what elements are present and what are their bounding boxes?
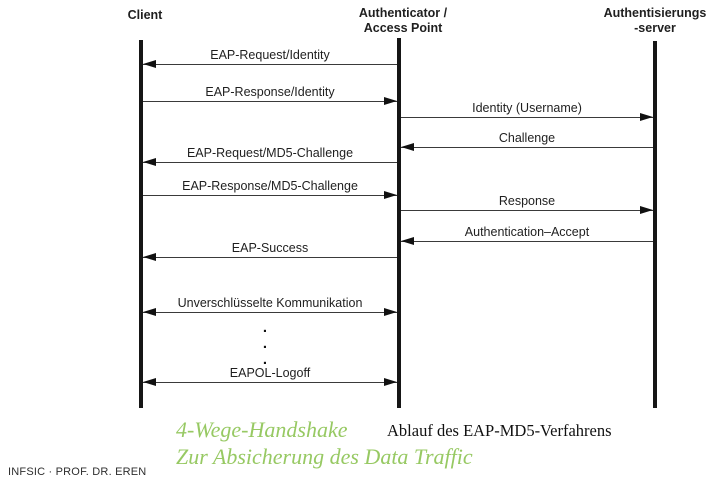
dot: . <box>262 351 268 368</box>
message-eapol-logoff: EAPOL-Logoff <box>143 366 397 386</box>
actor-label: Client <box>127 8 163 22</box>
message-authentication-accept: Authentication–Accept <box>401 225 653 245</box>
arrowhead-left-icon <box>143 378 156 386</box>
message-line <box>143 195 397 196</box>
message-line <box>143 382 397 383</box>
actor-label: Authenticator / <box>358 6 448 20</box>
dot: . <box>262 335 268 352</box>
arrowhead-left-icon <box>143 158 156 166</box>
arrowhead-left-icon <box>143 253 156 261</box>
message-label: Unverschlüsselte Kommunikation <box>177 296 363 310</box>
arrowhead-right-icon <box>384 378 397 386</box>
lifeline-client <box>139 40 143 408</box>
actor-header-server: Authentisierungs -server <box>585 6 721 36</box>
message-line <box>143 162 397 163</box>
message-label: EAP-Response/MD5-Challenge <box>182 179 358 193</box>
message-line <box>143 257 397 258</box>
message-unencrypted-communication: Unverschlüsselte Kommunikation <box>143 296 397 316</box>
message-identity-username: Identity (Username) <box>401 101 653 121</box>
message-response: Response <box>401 194 653 214</box>
continuation-dots: . . . <box>240 319 290 370</box>
dot: . <box>262 319 268 336</box>
message-label: Identity (Username) <box>472 101 582 115</box>
arrowhead-left-icon <box>143 308 156 316</box>
actor-header-authenticator: Authenticator / Access Point <box>333 6 473 36</box>
actor-label: -server <box>634 21 676 35</box>
arrowhead-left-icon <box>143 60 156 68</box>
diagram-caption: Ablauf des EAP-MD5-Verfahrens <box>387 421 612 440</box>
message-eap-request-identity: EAP-Request/Identity <box>143 48 397 68</box>
arrowhead-right-icon <box>640 206 653 214</box>
message-line <box>143 101 397 102</box>
lifeline-authenticator <box>397 38 401 408</box>
message-label: EAP-Request/Identity <box>210 48 330 62</box>
arrowhead-right-icon <box>384 97 397 105</box>
arrowhead-left-icon <box>401 237 414 245</box>
arrowhead-left-icon <box>401 143 414 151</box>
message-label: EAP-Success <box>231 241 309 255</box>
message-label: EAP-Response/Identity <box>205 85 335 99</box>
message-line <box>401 147 653 148</box>
message-challenge: Challenge <box>401 131 653 151</box>
actor-header-client: Client <box>95 8 195 23</box>
message-line <box>143 64 397 65</box>
actor-label: Authentisierungs <box>603 6 707 20</box>
arrowhead-right-icon <box>384 191 397 199</box>
arrowhead-right-icon <box>384 308 397 316</box>
handshake-annotation-line1: 4-Wege-Handshake <box>176 417 348 442</box>
message-label: EAP-Request/MD5-Challenge <box>186 146 354 160</box>
handshake-annotation-line2: Zur Absicherung des Data Traffic <box>176 444 473 469</box>
arrowhead-right-icon <box>640 113 653 121</box>
message-eap-response-identity: EAP-Response/Identity <box>143 85 397 105</box>
footer-credit: INFSIC · PROF. DR. EREN <box>8 466 147 478</box>
message-eap-response-md5-challenge: EAP-Response/MD5-Challenge <box>143 179 397 199</box>
actor-label: Access Point <box>363 21 443 35</box>
message-label: Challenge <box>498 131 556 145</box>
lifeline-server <box>653 41 657 408</box>
message-line <box>143 312 397 313</box>
message-line <box>401 241 653 242</box>
message-label: Response <box>498 194 556 208</box>
message-eap-success: EAP-Success <box>143 241 397 261</box>
message-label: Authentication–Accept <box>464 225 590 239</box>
message-label: EAPOL-Logoff <box>229 366 311 380</box>
message-eap-request-md5-challenge: EAP-Request/MD5-Challenge <box>143 146 397 166</box>
message-line <box>401 210 653 211</box>
message-line <box>401 117 653 118</box>
